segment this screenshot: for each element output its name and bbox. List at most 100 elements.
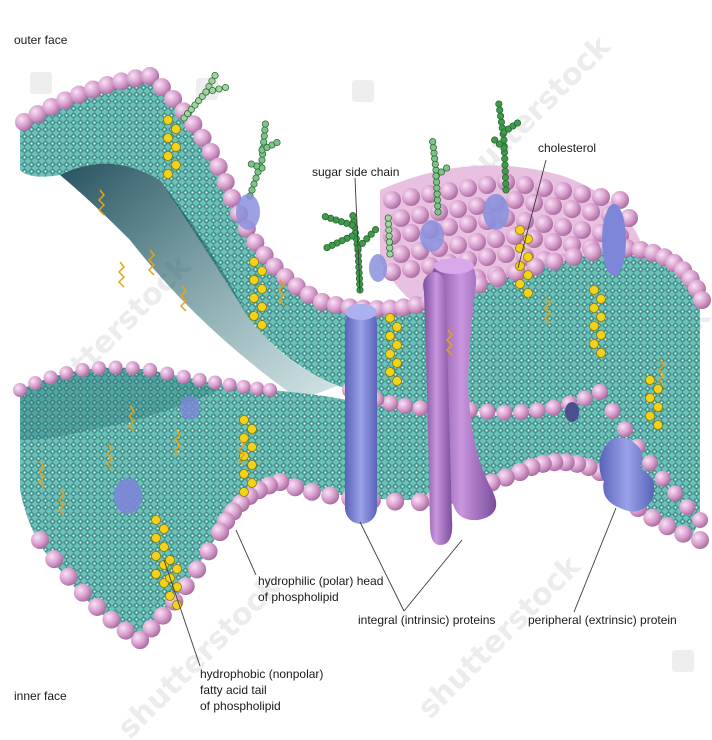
phospholipid-head xyxy=(177,370,191,384)
phospholipid-head xyxy=(525,194,543,212)
phospholipid-head xyxy=(584,243,602,261)
phospholipid-head xyxy=(223,378,237,392)
phospholipid-head xyxy=(667,485,683,501)
phospholipid-head xyxy=(392,209,410,227)
hydrophobic-label-line2: fatty acid tail xyxy=(200,683,267,697)
phospholipid-head xyxy=(402,188,420,206)
phospholipid-head xyxy=(459,215,477,233)
phospholipid-head xyxy=(382,395,398,411)
phospholipid-head xyxy=(263,383,277,397)
phospholipid-head xyxy=(692,512,708,528)
watermark-text: shutterstock xyxy=(411,548,588,725)
phospholipid-head xyxy=(478,248,496,266)
phospholipid-head xyxy=(210,158,228,176)
phospholipid-head xyxy=(693,291,711,309)
phospholipid-head xyxy=(497,245,515,263)
phospholipid-head xyxy=(200,542,218,560)
phospholipid-head xyxy=(478,176,496,194)
phospholipid-head xyxy=(691,531,709,549)
phospholipid-head xyxy=(479,404,495,420)
hydrophilic-label-line2: of phospholipid xyxy=(258,590,339,604)
phospholipid-head xyxy=(496,405,512,421)
phospholipid-head xyxy=(535,215,553,233)
phospholipid-head xyxy=(44,371,58,385)
phospholipid-head xyxy=(31,531,49,549)
phospholipid-head xyxy=(655,471,671,487)
phospholipid-head xyxy=(459,179,477,197)
sugar-chain xyxy=(324,233,355,251)
phospholipid-head xyxy=(92,361,106,375)
phospholipid-head xyxy=(582,203,600,221)
phospholipid-head xyxy=(402,224,420,242)
phospholipid-head xyxy=(449,200,467,218)
hydrophobic-label-line1: hydrophobic (nonpolar) xyxy=(200,667,323,681)
phospholipid-head xyxy=(412,400,428,416)
phospholipid-head xyxy=(530,403,546,419)
phospholipid-head xyxy=(565,248,583,266)
phospholipid-head xyxy=(397,398,413,414)
phospholipid-head xyxy=(468,233,486,251)
phospholipid-head xyxy=(217,173,235,191)
phospholipid-head xyxy=(592,384,608,400)
phospholipid-head xyxy=(546,400,562,416)
phospholipid-head xyxy=(160,367,174,381)
phospholipid-head xyxy=(321,486,339,504)
phospholipid-head xyxy=(489,269,507,287)
phospholipid-head xyxy=(516,176,534,194)
phospholipid-head xyxy=(45,550,63,568)
phospholipid-head xyxy=(642,455,658,471)
phospholipid-head xyxy=(76,363,90,377)
phospholipid-head xyxy=(88,598,106,616)
sugar-chain xyxy=(247,121,269,199)
phospholipid-head xyxy=(383,191,401,209)
phospholipid-head xyxy=(513,404,529,420)
phospholipid-head xyxy=(59,366,73,380)
phospholipid-head xyxy=(535,179,553,197)
phospholipid-head xyxy=(411,206,429,224)
phospholipid-head xyxy=(563,200,581,218)
phospholipid-head xyxy=(250,382,264,396)
phospholipid-head xyxy=(592,188,610,206)
inner-face-label: inner face xyxy=(14,689,67,703)
phospholipid-head xyxy=(674,525,692,543)
phospholipid-head xyxy=(126,361,140,375)
phospholipid-head xyxy=(74,584,92,602)
phospholipid-head xyxy=(386,493,404,511)
phospholipid-head xyxy=(109,361,123,375)
peripheral-protein-label: peripheral (extrinsic) protein xyxy=(528,613,677,627)
phospholipid-head xyxy=(573,185,591,203)
phospholipid-head xyxy=(617,421,633,437)
integral-protein-blue xyxy=(345,304,377,524)
phospholipid-head xyxy=(303,483,321,501)
phospholipid-head xyxy=(102,611,120,629)
phospholipid-head xyxy=(506,191,524,209)
phospholipid-head xyxy=(544,197,562,215)
outer-face-label: outer face xyxy=(14,33,68,47)
hydrophobic-label-line3: of phospholipid xyxy=(200,699,281,713)
phospholipid-head xyxy=(60,568,78,586)
phospholipid-head xyxy=(402,260,420,278)
phospholipid-head xyxy=(28,376,42,390)
phospholipid-head xyxy=(573,221,591,239)
phospholipid-head xyxy=(440,182,458,200)
integral-proteins-label: integral (intrinsic) proteins xyxy=(358,613,495,627)
phospholipid-head xyxy=(545,253,563,271)
phospholipid-head xyxy=(577,390,593,406)
phospholipid-head xyxy=(554,182,572,200)
phospholipid-head xyxy=(143,363,157,377)
phospholipid-head xyxy=(193,373,207,387)
phospholipid-head xyxy=(658,517,676,535)
phospholipid-head xyxy=(211,523,229,541)
sugar-side-chain-label: sugar side chain xyxy=(312,165,399,179)
phospholipid-head xyxy=(392,245,410,263)
hydrophilic-label-line1: hydrophilic (polar) head xyxy=(258,574,383,588)
phospholipid-head xyxy=(117,622,135,640)
phospholipid-head xyxy=(411,493,429,511)
cholesterol-label: cholesterol xyxy=(538,141,596,155)
phospholipid-head xyxy=(237,380,251,394)
phospholipid-head xyxy=(449,236,467,254)
phospholipid-head xyxy=(208,376,222,390)
phospholipid-head xyxy=(188,560,206,578)
